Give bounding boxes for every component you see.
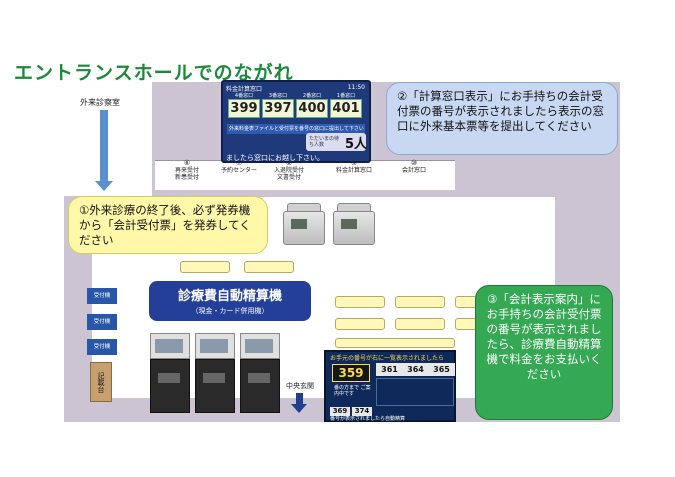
monitor1-window-label: 2番窓口 [302, 93, 322, 99]
bench [335, 338, 455, 348]
monitor1-number: 400 [296, 99, 328, 118]
bench [335, 318, 385, 330]
bench [455, 296, 477, 308]
reception-machine: 受付機 [87, 288, 117, 304]
monitor2-small-number: 374 [352, 407, 372, 416]
reception-machine: 受付機 [87, 314, 117, 330]
monitor2-number: 364 [402, 363, 429, 376]
monitor2-header: お手元の番号が右に一覧表示されましたら [330, 355, 445, 362]
ticket-machine-icon [333, 203, 375, 245]
bench [395, 296, 445, 308]
monitor1-footer: ましたら窓口にお越し下さい。 [226, 154, 324, 162]
monitor1-number: 401 [330, 99, 362, 118]
monitor2-number: 361 [376, 363, 403, 376]
writing-desk: 記載台 [90, 362, 112, 402]
reception-machine: 受付機 [87, 339, 117, 355]
monitor1-number: 397 [262, 99, 294, 118]
callout-step-2: ②「計算窓口表示」にお手持ちの会計受付票の番号が表示されましたら表示の窓口に外来… [386, 82, 618, 155]
wait-count-label: ただいまの待ち人数 [309, 136, 340, 148]
payment-machine-label: 診療費自動精算機 （現金・カード併用機） [149, 281, 311, 321]
bench [455, 318, 477, 330]
wait-count-box [306, 133, 366, 151]
callout-step-3: ③「会計表示案内」にお手持ちの会計受付票の番号が表示されましたら、診療費自動精算… [475, 285, 613, 420]
monitor2-note: 番の方まで ご案内中です [334, 385, 371, 397]
monitor1-number: 399 [228, 99, 260, 118]
payment-machine-title: 診療費自動精算機 [177, 289, 282, 304]
bench [244, 261, 294, 273]
bench [395, 318, 445, 330]
central-entrance-label: 中央玄関 [286, 382, 314, 390]
entrance-arrow-icon [291, 393, 307, 413]
arrow-down-icon [95, 110, 113, 191]
bench [335, 296, 385, 308]
page-title: エントランスホールでのながれ [14, 62, 294, 84]
payment-machine-subtitle: （現金・カード併用機） [191, 307, 269, 315]
monitor2-footer: 番号が表示されましたら自動精算 [330, 416, 406, 422]
monitor2-main-number: 359 [332, 364, 370, 382]
outpatient-label: 外来診察室 [80, 98, 120, 107]
ticket-machine-icon [283, 203, 325, 245]
monitor1-window-label: 4番窓口 [234, 93, 254, 99]
monitor2-small-number: 369 [330, 407, 350, 416]
monitor1-header: 料金計算窓口 [226, 86, 263, 93]
monitor1-window-label: 3番窓口 [268, 93, 288, 99]
payment-machine-icon [195, 333, 235, 413]
wait-count-value: 5人 [345, 137, 368, 152]
payment-machine-icon [240, 333, 280, 413]
monitor2-grid [376, 378, 454, 406]
monitor1-time: 11:50 [347, 84, 365, 91]
bench [180, 261, 230, 273]
payment-machine-icon [150, 333, 190, 413]
payment-display-monitor: お手元の番号が右に一覧表示されましたら 359 361 364 365 番の方ま… [324, 350, 456, 422]
monitor1-info: 外来料金表ファイルと受付票を番号の窓口に提出して下さい [227, 124, 365, 134]
callout-step-1: ①外来診療の終了後、必ず発券機から「会計受付票」を発券してください [68, 196, 268, 254]
monitor2-number: 365 [428, 363, 455, 376]
monitor1-window-label: 1番窓口 [336, 93, 356, 99]
